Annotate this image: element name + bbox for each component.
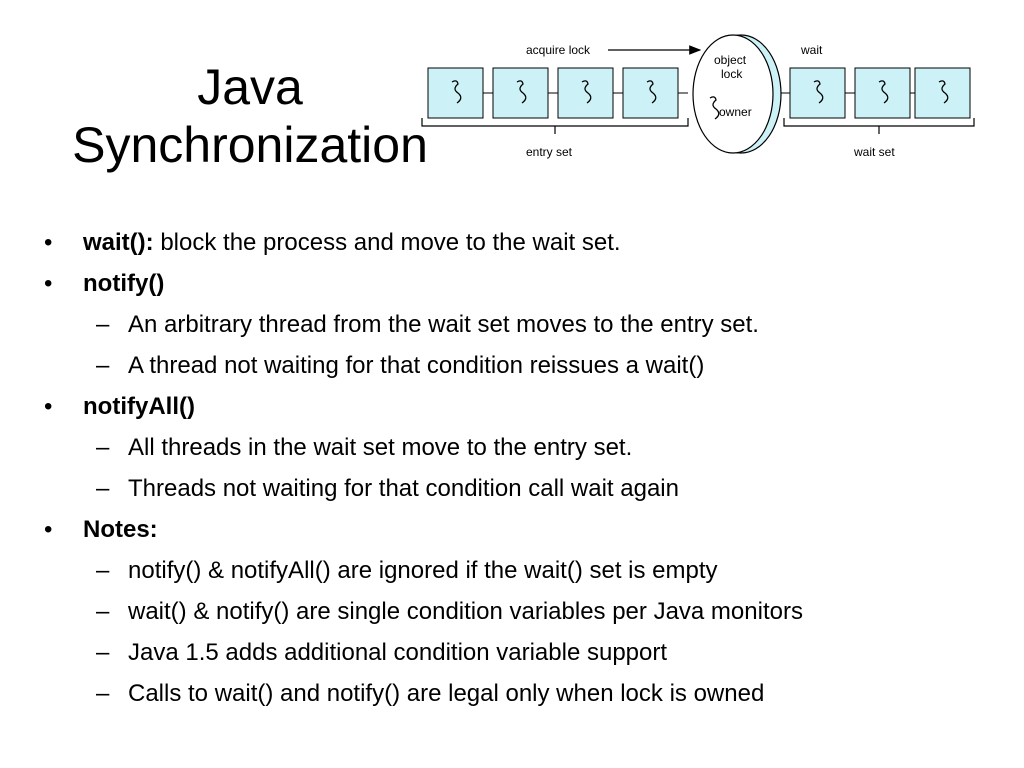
bullet-head: notifyAll() [83, 393, 195, 420]
sub-bullet: Java 1.5 adds additional condition varia… [44, 632, 1004, 673]
wait-set-boxes [781, 67, 971, 119]
object-lock: object lock owner [692, 34, 782, 154]
sub-bullet: Calls to wait() and notify() are legal o… [44, 673, 1004, 714]
acquire-lock-label: acquire lock [526, 43, 591, 57]
thread-icon [938, 80, 949, 104]
thread-icon [451, 80, 462, 104]
wait-thread-box [789, 67, 846, 119]
bullet-notes: Notes: [44, 509, 1004, 550]
owner-label: owner [719, 105, 752, 119]
object-lock-label-2: lock [721, 67, 743, 81]
bullet-notify: notify() [44, 263, 1004, 304]
slide-title: Java Synchronization [0, 58, 500, 174]
entry-set-bracket [421, 118, 689, 134]
sub-bullet: An arbitrary thread from the wait set mo… [44, 304, 1004, 345]
bullet-head: Notes: [83, 516, 158, 543]
bullet-list: wait(): block the process and move to th… [44, 222, 1004, 714]
sub-bullet: Threads not waiting for that condition c… [44, 468, 1004, 509]
bullet-head: notify() [83, 270, 165, 297]
bullet-notifyall: notifyAll() [44, 386, 1004, 427]
object-lock-label-1: object [714, 53, 747, 67]
thread-icon [581, 80, 592, 104]
wait-label: wait [800, 43, 823, 57]
entry-thread-box [427, 67, 484, 119]
thread-icon [646, 80, 657, 104]
entry-set-label: entry set [526, 145, 573, 159]
entry-thread-box [492, 67, 549, 119]
wait-set-label: wait set [853, 145, 895, 159]
wait-thread-box [914, 67, 971, 119]
monitor-diagram: acquire lock object lock owner wait [421, 34, 975, 159]
bullet-head: wait(): [83, 229, 154, 256]
title-line-2: Synchronization [72, 117, 428, 173]
wait-thread-box [854, 67, 911, 119]
entry-thread-box [622, 67, 679, 119]
sub-bullet: A thread not waiting for that condition … [44, 345, 1004, 386]
sub-bullet: wait() & notify() are single condition v… [44, 591, 1004, 632]
entry-thread-box [557, 67, 614, 119]
owner-thread-icon [709, 96, 720, 120]
bullet-text: block the process and move to the wait s… [153, 229, 621, 256]
entry-set-boxes [427, 67, 688, 119]
bullet-wait: wait(): block the process and move to th… [44, 222, 1004, 263]
sub-bullet: notify() & notifyAll() are ignored if th… [44, 550, 1004, 591]
thread-icon [516, 80, 527, 104]
sub-bullet: All threads in the wait set move to the … [44, 427, 1004, 468]
title-line-1: Java [197, 59, 303, 115]
wait-set-bracket [783, 118, 975, 134]
thread-icon [878, 80, 889, 104]
thread-icon [813, 80, 824, 104]
